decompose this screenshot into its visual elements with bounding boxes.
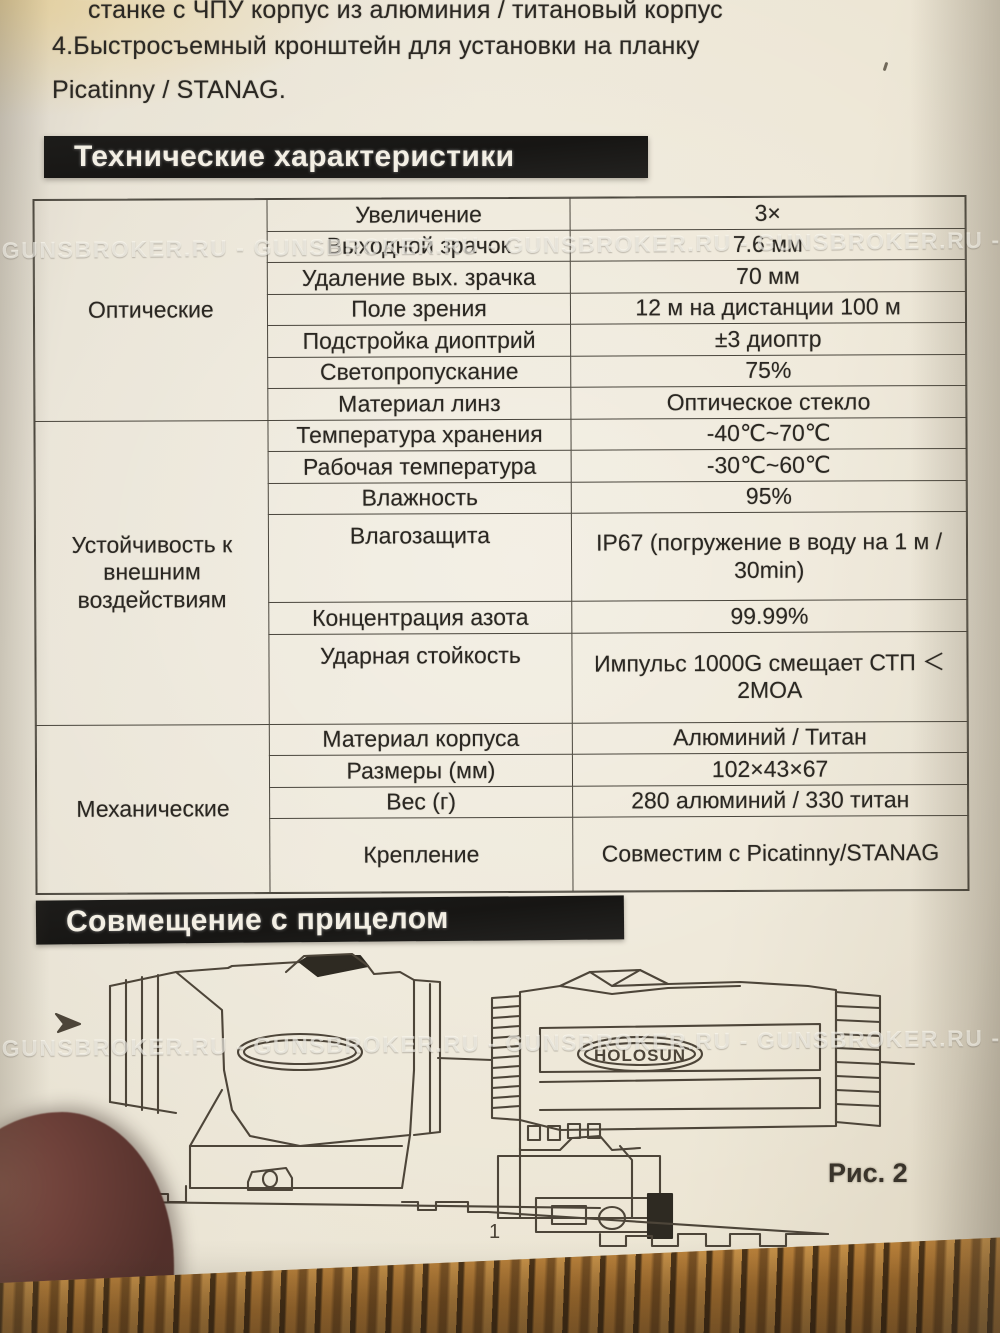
value-nitrogen-concentration: 99.99% [571,599,967,633]
param-eye-relief: Удаление вых. зрачка [267,261,571,295]
value-storage-temperature: -40℃~70℃ [571,416,967,451]
param-storage-temperature: Температура хранения [267,418,572,452]
value-operating-temperature: -30℃~60℃ [571,448,967,482]
param-water-resistance: Влагозащита [268,513,572,603]
param-weight: Вес (г) [269,785,573,819]
param-operating-temperature: Рабочая температура [267,450,572,484]
group-label-environmental: Устойчивость к внешним воздействиям [34,420,270,726]
param-exit-pupil: Выходной зрачок [266,229,571,263]
value-diopter-adjustment: ±3 диоптр [570,322,966,356]
figure-callout-1: 1 [489,1221,501,1243]
figure-2-magnifier-and-sight-diagram: HOLOSUN [0,950,1000,1280]
table-row: Оптические Увеличение 3× [33,196,966,422]
value-dimensions: 102×43×67 [572,752,968,786]
param-dimensions: Размеры (мм) [269,754,573,788]
section-heading-technical-specs: Технические характеристики [44,136,648,178]
value-eye-relief: 70 мм [570,259,966,293]
paragraph-item-4-line-2: Picatinny / STANAG. [52,76,286,104]
value-water-resistance: IP67 (погружение в воду на 1 м / 30min) [571,511,967,602]
value-body-material: Алюминий / Титан [572,720,968,755]
paragraph-clipped-line: станке с ЧПУ корпус из алюминия / титано… [78,0,763,25]
table-row: Устойчивость к внешним воздействиям Темп… [34,416,967,726]
param-mount: Крепление [269,817,574,893]
red-dot-sight-assembly: HOLOSUN [486,968,916,1248]
param-diopter-adjustment: Подстройка диоптрий [267,324,571,358]
figure-brand-label: HOLOSUN [594,1046,686,1065]
paragraph-item-4-line-1: 4.Быстросъемный кронштейн для установки … [52,32,700,60]
value-shock-resistance: Импульс 1000G смещает СТП ＜2MOA [572,630,968,723]
connector-shaft [436,1056,494,1062]
param-body-material: Материал корпуса [269,722,573,756]
value-exit-pupil: 7.6 мм [570,227,966,262]
value-magnification: 3× [570,196,966,230]
param-lens-material: Материал линз [267,387,572,421]
param-field-of-view: Поле зрения [267,292,571,326]
magnifier-assembly [108,952,602,1214]
value-humidity: 95% [571,479,967,514]
param-magnification: Увеличение [266,198,571,232]
param-nitrogen-concentration: Концентрация азота [268,601,573,635]
figure-linework: HOLOSUN [54,952,916,1248]
value-lens-material: Оптическое стекло [571,385,966,419]
direction-arrow-icon [54,1012,82,1034]
param-humidity: Влажность [267,481,572,515]
value-light-transmission: 75% [570,353,966,388]
table-row: Механические Материал корпуса Алюминий /… [36,720,968,894]
param-light-transmission: Светопропускание [267,355,572,389]
value-mount: Совместим с Picatinny/STANAG [572,815,969,892]
group-label-optical: Оптические [33,199,268,422]
value-weight: 280 алюминий / 330 титан [572,783,968,818]
section-heading-sight-alignment: Совмещение с прицелом [35,895,625,945]
specifications-table: Оптические Увеличение 3× Выходной зрачок… [32,194,970,896]
paper-ink-fleck-icon [882,61,889,72]
value-field-of-view: 12 м на дистанции 100 м [570,290,966,325]
figure-caption: Рис. 2 [828,1158,908,1188]
param-shock-resistance: Ударная стойкость [268,632,573,725]
group-label-mechanical: Механические [36,724,270,894]
